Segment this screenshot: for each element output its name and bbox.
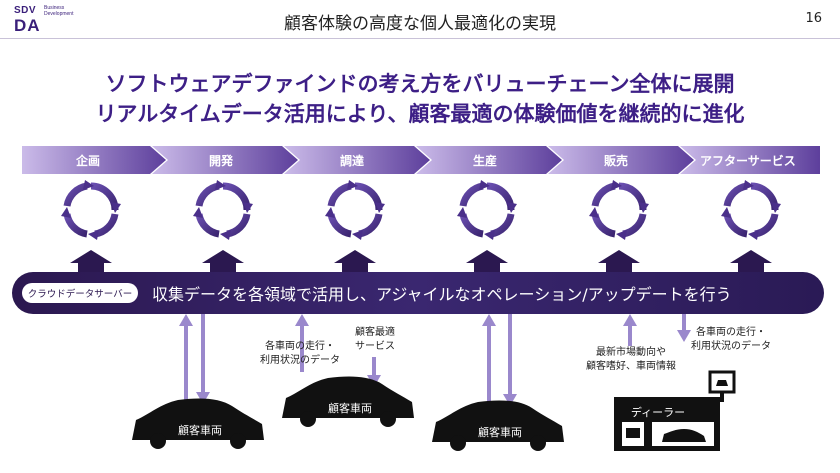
note-usage-data-left: 各車両の走行・利用状況のデータ <box>260 341 340 366</box>
cycle-arrowheads <box>61 180 781 240</box>
cycle-icon <box>195 182 251 238</box>
header-divider <box>0 38 840 39</box>
headline-line-2: リアルタイムデータ活用により、顧客最適の体験価値を継続的に進化 <box>95 102 745 126</box>
cycle-icon <box>591 182 647 238</box>
chevron-development <box>152 146 298 174</box>
chevron-procurement <box>284 146 430 174</box>
car-label: 顧客車両 <box>328 402 372 415</box>
slide-title: 顧客体験の高度な個人最適化の実現 <box>284 14 556 34</box>
cloud-server-label: クラウドデータサーバー <box>27 289 133 300</box>
cycle-icon <box>459 182 515 238</box>
dealer-building-icon <box>614 370 736 451</box>
band-up-arrows <box>70 250 772 272</box>
car-label: 顧客車両 <box>178 424 222 437</box>
note-customer-service: 顧客最適サービス <box>355 327 395 352</box>
customer-car-icon <box>432 400 564 451</box>
chevron-label-planning: 企画 <box>76 154 101 168</box>
chevron-planning <box>22 146 166 174</box>
chevron-sales <box>548 146 694 174</box>
cycle-icon <box>723 182 779 238</box>
chevron-label-sales: 販売 <box>604 154 629 168</box>
chevron-after-service <box>680 146 820 174</box>
headline-line-1: ソフトウェアデファインドの考え方をバリューチェーン全体に展開 <box>105 72 735 96</box>
note-usage-data-right: 各車両の走行・利用状況のデータ <box>691 327 771 352</box>
dealer-label: ディーラー <box>630 406 686 419</box>
car-label: 顧客車両 <box>478 426 522 439</box>
customer-car-icon <box>132 398 264 449</box>
logo-text-da: DA <box>14 16 41 35</box>
customer-car-icon <box>282 376 414 427</box>
cloud-data-band <box>12 272 824 314</box>
cycle-icon <box>63 182 119 238</box>
page-number: 16 <box>805 11 822 26</box>
cycle-icon <box>327 182 383 238</box>
value-chain-bar <box>22 146 820 174</box>
cycle-icons <box>63 182 779 238</box>
logo-text-sdv: SDV <box>14 5 37 16</box>
chevron-production <box>416 146 562 174</box>
chevron-label-development: 開発 <box>209 154 234 168</box>
chevron-label-after-service: アフターサービス <box>700 154 796 168</box>
note-market-info: 最新市場動向や顧客嗜好、車両情報 <box>586 347 676 372</box>
chevron-label-procurement: 調達 <box>340 154 365 168</box>
band-message: 収集データを各領域で活用し、アジャイルなオペレーション/アップデートを行う <box>152 285 732 304</box>
chevron-label-production: 生産 <box>473 154 498 168</box>
cloud-server-pill <box>22 283 138 303</box>
